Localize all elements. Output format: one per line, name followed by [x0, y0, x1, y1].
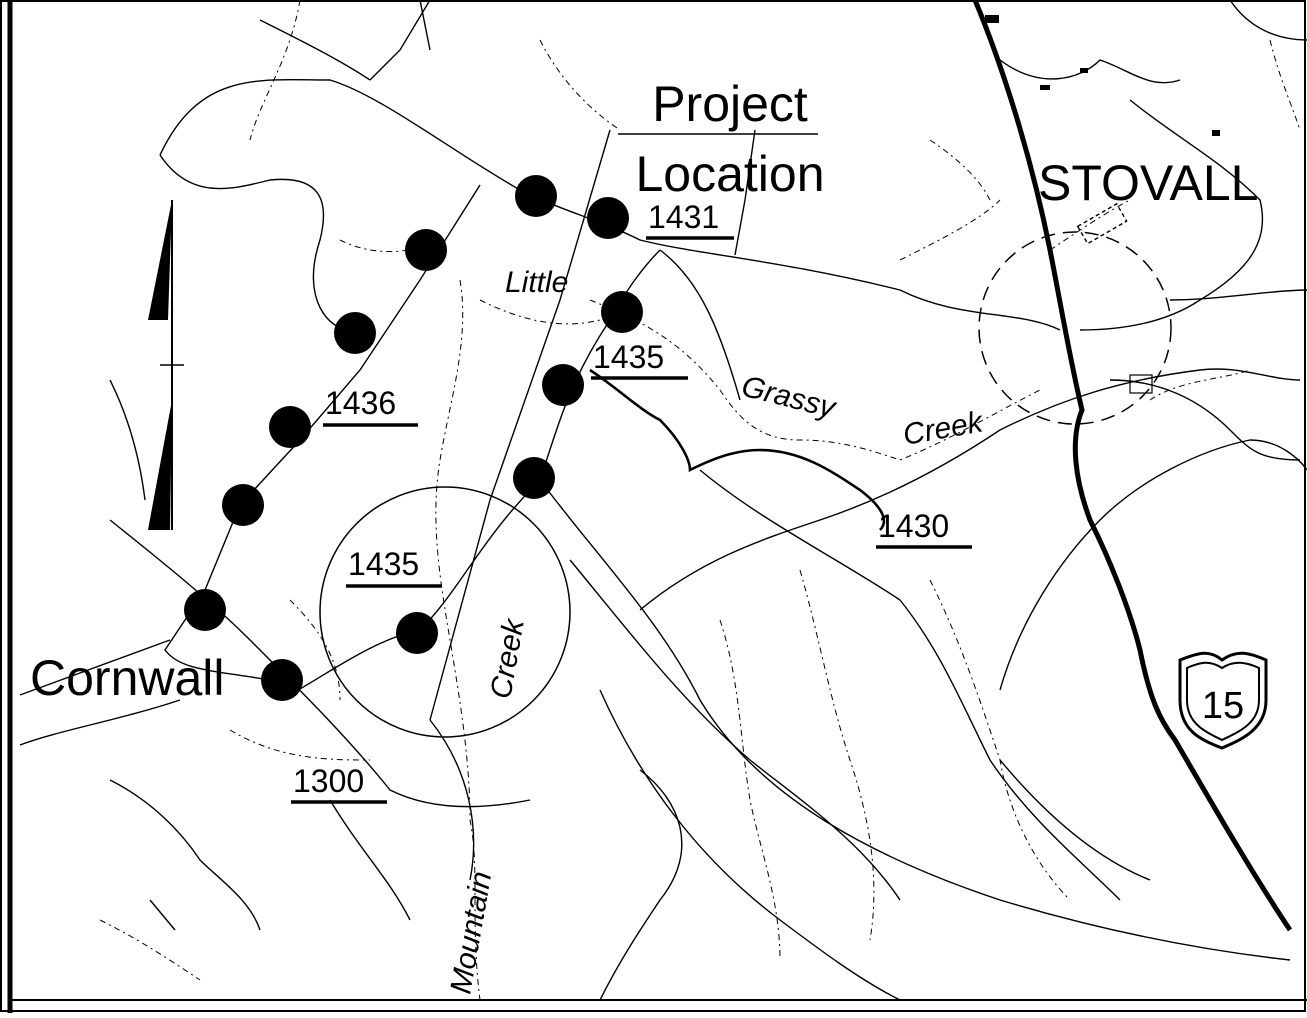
route-1436-label: 1436: [323, 385, 418, 427]
route-1300-label: 1300: [291, 763, 387, 804]
route-1431-text: 1431: [648, 199, 719, 235]
route-1431-label: 1431: [646, 199, 734, 240]
map-dot: [396, 612, 438, 654]
little-creek-label-2: Creek: [484, 615, 531, 702]
mountain-creek-label: Mountain: [444, 869, 498, 996]
us-highway-15: [972, 0, 1293, 932]
map-dot: [184, 589, 226, 631]
map-dot: [222, 484, 264, 526]
stovall-circle: [978, 231, 1172, 425]
route-1436-text: 1436: [325, 385, 396, 421]
us-15-shield: 15: [1178, 651, 1268, 750]
project-location-label-line2: Location: [635, 146, 824, 202]
route-1430-segment: [589, 368, 886, 531]
stovall-label: STOVALL: [1038, 155, 1258, 211]
route-1435-south-text: 1435: [348, 546, 419, 582]
map-dot: [587, 197, 629, 239]
map-dot: [405, 229, 447, 271]
map-dot: [269, 406, 311, 448]
map-dot: [261, 659, 303, 701]
grassy-creek-label: Grassy: [738, 370, 840, 425]
route-1430-label: 1430: [876, 508, 972, 549]
map-dot: [542, 364, 584, 406]
project-circle: [319, 486, 571, 738]
cornwall-label: Cornwall: [30, 650, 225, 706]
map-dot: [601, 291, 643, 333]
map-dot: [515, 175, 557, 217]
project-location-label-line1: Project: [652, 76, 808, 132]
shield-number: 15: [1202, 685, 1244, 727]
location-markers: [184, 175, 643, 701]
route-1435-north-label: 1435: [591, 339, 688, 380]
route-1435-south-label: 1435: [346, 546, 442, 588]
stovall-structures: [985, 15, 1220, 394]
grassy-creek-label-2: Creek: [900, 405, 987, 452]
north-arrow: [148, 200, 184, 530]
route-1430-text: 1430: [878, 508, 949, 544]
route-1300-text: 1300: [293, 763, 364, 799]
route-1435-north-text: 1435: [593, 339, 664, 375]
map-dot: [513, 457, 555, 499]
little-creek-label: Little: [505, 266, 568, 299]
map-dot: [334, 312, 376, 354]
stream-network: [99, 0, 1301, 1001]
